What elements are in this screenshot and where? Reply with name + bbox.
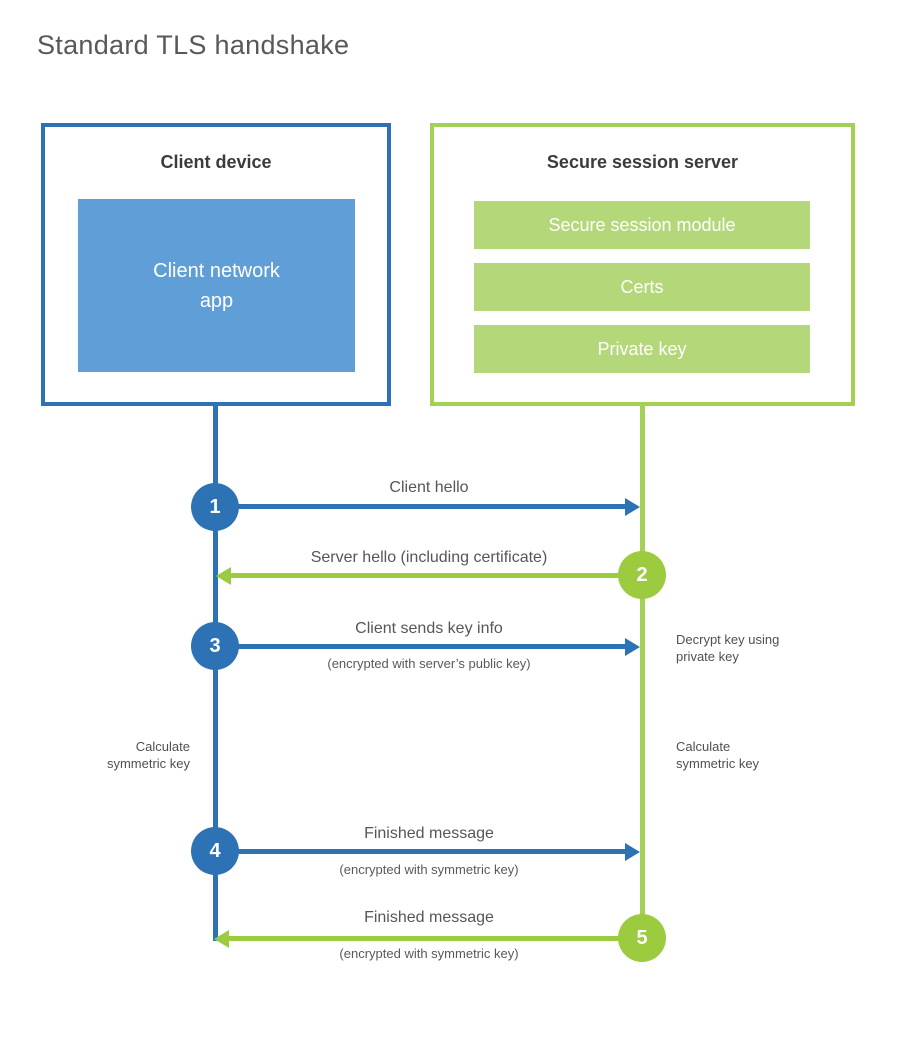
step-5-badge: 5 <box>618 914 666 962</box>
decrypt-key-note: Decrypt key using private key <box>676 632 780 664</box>
server-title: Secure session server <box>546 152 739 172</box>
step-5-arrow <box>214 929 642 948</box>
server-lifeline <box>640 406 645 951</box>
step-4-sub-label: (encrypted with symmetric key) <box>339 862 519 877</box>
client-network-app-box: Client network app <box>78 199 355 372</box>
arrowhead-left-icon <box>216 566 231 585</box>
step-3-sub-label: (encrypted with server’s public key) <box>327 656 531 671</box>
arrowhead-left-icon <box>214 929 229 948</box>
arrowhead-right-icon <box>625 497 640 516</box>
step-3-label: Client sends key info <box>355 620 503 637</box>
step-4-label: Finished message <box>364 825 494 842</box>
server-module-secure-session: Secure session module <box>474 201 810 249</box>
step-5-sub-label: (encrypted with symmetric key) <box>339 946 519 961</box>
server-box: Secure session server Secure session mod… <box>430 123 855 406</box>
client-device-box: Client device Client network app <box>41 123 391 406</box>
server-module-certs: Certs <box>474 263 810 311</box>
step-1-arrow <box>215 497 640 516</box>
step-3-badge: 3 <box>191 622 239 670</box>
step-1-badge: 1 <box>191 483 239 531</box>
client-device-title: Client device <box>160 152 272 172</box>
step-2-label: Server hello (including certificate) <box>310 549 548 566</box>
page-title: Standard TLS handshake <box>37 30 350 60</box>
arrowhead-right-icon <box>625 842 640 861</box>
step-1-label: Client hello <box>389 479 469 496</box>
step-4-badge: 4 <box>191 827 239 875</box>
calculate-symmetric-key-note-client: Calculate symmetric key <box>106 739 190 771</box>
arrowhead-right-icon <box>625 637 640 656</box>
step-5-label: Finished message <box>364 909 494 926</box>
step-2-arrow <box>216 566 642 585</box>
step-3-arrow <box>215 637 640 656</box>
calculate-symmetric-key-note-server: Calculate symmetric key <box>676 739 760 771</box>
client-lifeline <box>213 406 218 941</box>
server-module-private-key: Private key <box>474 325 810 373</box>
step-2-badge: 2 <box>618 551 666 599</box>
step-4-arrow <box>215 842 640 861</box>
